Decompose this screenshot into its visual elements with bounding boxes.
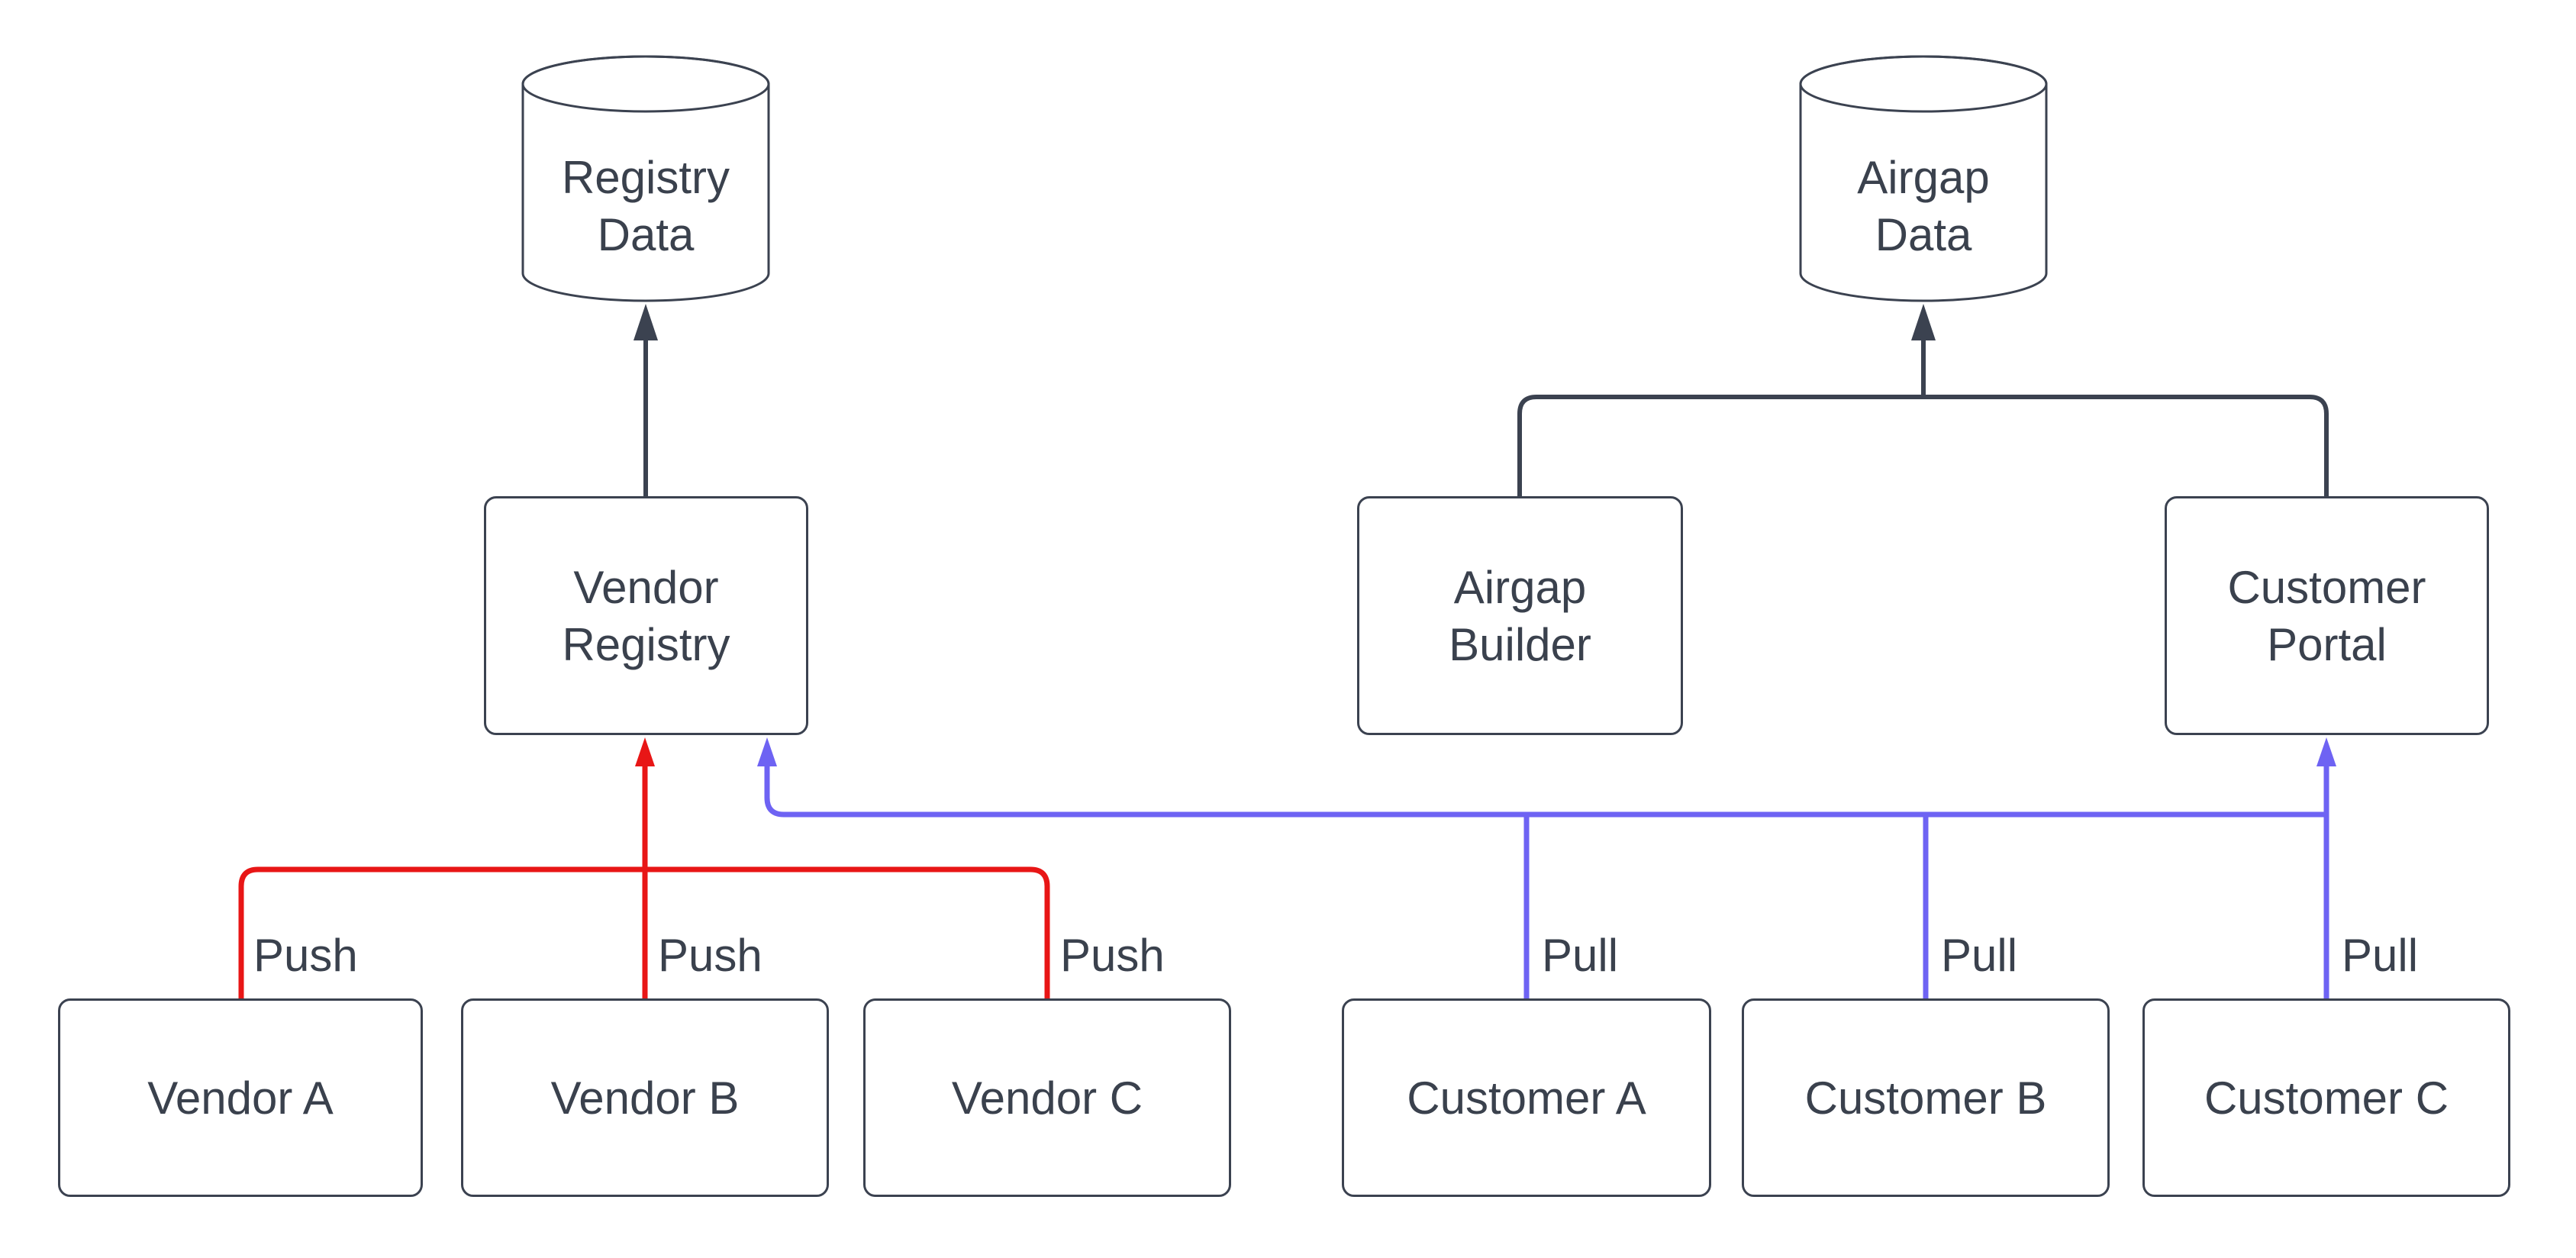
node-label: Vendor B: [550, 1072, 740, 1124]
node-label: Customer Portal: [2227, 561, 2426, 670]
edge-label-pull-customer-c: Pull: [2342, 930, 2419, 981]
edge-label-push-vendor-b: Push: [658, 930, 762, 981]
arrowhead-up: [757, 737, 777, 766]
node-customer-c: Customer C: [2142, 998, 2510, 1197]
node-label: Vendor Registry: [562, 561, 730, 670]
edge-line: [764, 765, 2326, 818]
node-label: Vendor A: [147, 1072, 334, 1124]
edge-label-pull-customer-a: Pull: [1542, 930, 1619, 981]
edge-line: [238, 866, 1050, 998]
edge-label-pull-customer-b: Pull: [1941, 930, 2018, 981]
edge-vendors-push-trunk: [238, 737, 1050, 998]
edge-line: [1517, 395, 2329, 496]
node-vendor-c: Vendor C: [863, 998, 1231, 1197]
node-customer-a: Customer A: [1342, 998, 1711, 1197]
node-airgap-data: Airgap Data: [1799, 55, 2048, 302]
node-customer-portal: Customer Portal: [2165, 496, 2489, 735]
arrowhead-up: [1911, 304, 1936, 340]
node-customer-b: Customer B: [1742, 998, 2110, 1197]
arrowhead-up: [2316, 737, 2336, 766]
node-registry-data: Registry Data: [521, 55, 770, 302]
arrowhead-up: [634, 304, 658, 340]
node-label: Customer B: [1804, 1072, 2047, 1124]
edge-airgap-builder-customer-portal-to-airgap-data: [1517, 304, 2329, 496]
edge-label-push-vendor-c: Push: [1060, 930, 1165, 981]
arrowhead-up: [635, 737, 655, 766]
node-vendor-registry: Vendor Registry: [484, 496, 808, 735]
edge-vendor-registry-to-registry-data: [634, 304, 658, 496]
node-vendor-a: Vendor A: [58, 998, 423, 1197]
node-label: Vendor C: [951, 1072, 1143, 1124]
cylinder-shape: [521, 55, 770, 302]
node-airgap-builder: Airgap Builder: [1357, 496, 1683, 735]
node-label: Airgap Builder: [1449, 561, 1591, 670]
node-label: Customer A: [1407, 1072, 1646, 1124]
node-label: Registry Data: [561, 152, 730, 260]
node-label: Airgap Data: [1857, 152, 1990, 260]
cylinder-shape: [1799, 55, 2048, 302]
node-label: Customer C: [2204, 1072, 2449, 1124]
edge-label-push-vendor-a: Push: [253, 930, 358, 981]
node-vendor-b: Vendor B: [461, 998, 829, 1197]
